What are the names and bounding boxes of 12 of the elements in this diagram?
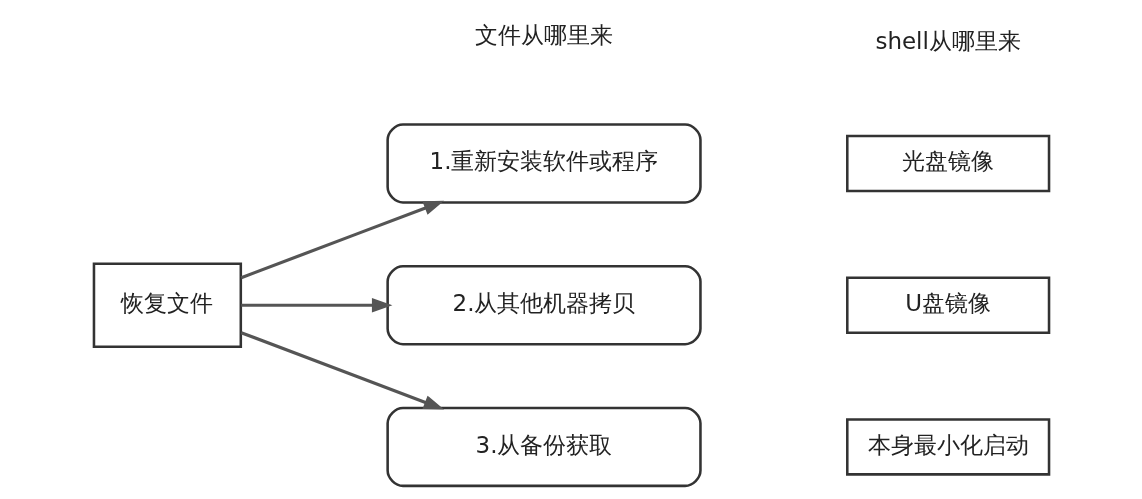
arrow [240, 297, 392, 312]
node-box: 本身最小化启动 [845, 417, 1050, 476]
node-box: U盘镜像 [845, 276, 1050, 334]
node-box: 3.从备份获取 [385, 406, 702, 487]
label: shell从哪里来 [874, 27, 1021, 54]
arrow [240, 200, 444, 279]
node-box: 光盘镜像 [845, 134, 1050, 192]
node-box: 2.从其他机器拷贝 [385, 264, 702, 345]
label: 文件从哪里来 [474, 21, 613, 48]
node-box: 1.重新安装软件或程序 [385, 122, 702, 204]
node-box: 恢复文件 [92, 261, 242, 348]
arrow [240, 330, 444, 410]
